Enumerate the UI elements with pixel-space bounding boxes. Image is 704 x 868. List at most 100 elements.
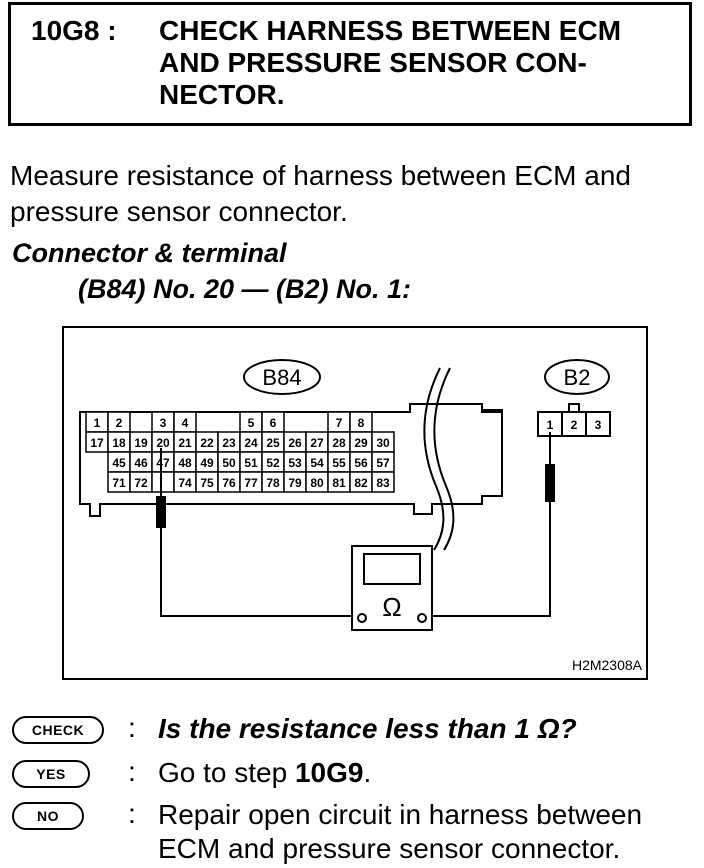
- ecm-terminal-number: 2: [116, 416, 123, 430]
- no-badge: NO: [12, 802, 84, 830]
- instruction-line: pressure sensor connector.: [10, 196, 348, 227]
- figure-id: H2M2308A: [572, 657, 643, 673]
- separator-colon: :: [128, 756, 136, 787]
- ecm-terminal-number: 49: [200, 456, 214, 470]
- no-row: NO : Repair open circuit in harness betw…: [0, 798, 704, 868]
- ecm-terminal-number: 75: [200, 476, 214, 490]
- ecm-connector-body: [79, 403, 503, 517]
- ecm-probe-handle: [156, 496, 166, 528]
- separator-colon: :: [128, 798, 136, 829]
- ecm-terminal-number: 51: [244, 456, 258, 470]
- ecm-terminal-number: 57: [376, 456, 390, 470]
- break-line-right: [433, 367, 455, 551]
- b84-label: B84: [262, 365, 301, 390]
- b2-probe-handle: [545, 464, 555, 502]
- yes-next-step: 10G9: [294, 757, 364, 788]
- step-title: CHECK HARNESS BETWEEN ECM AND PRESSURE S…: [159, 15, 689, 111]
- ecm-terminal-number: 25: [266, 436, 280, 450]
- check-row: CHECK : Is the resistance less than 1 Ω?: [0, 712, 704, 752]
- ecm-terminal-number: 22: [200, 436, 214, 450]
- ecm-terminal-cell: [371, 471, 395, 493]
- ecm-terminal-number: 48: [178, 456, 192, 470]
- ecm-terminal-number: 78: [266, 476, 280, 490]
- break-line-left: [423, 367, 445, 551]
- yes-answer: Go to step 10G9.: [158, 756, 371, 790]
- ecm-terminal-number: 20: [156, 436, 170, 450]
- ecm-terminal-number: 52: [266, 456, 280, 470]
- step-title-line: AND PRESSURE SENSOR CON-: [159, 47, 587, 78]
- ecm-terminal-number: 5: [248, 416, 255, 430]
- ecm-terminal-cell: [151, 471, 175, 493]
- yes-text-prefix: Go to step: [158, 757, 295, 788]
- ecm-terminal-number: 47: [156, 456, 170, 470]
- check-badge: CHECK: [12, 716, 104, 744]
- ecm-terminal-number: 82: [354, 476, 368, 490]
- ecm-terminal-number: 24: [244, 436, 258, 450]
- ecm-terminal-number: 76: [222, 476, 236, 490]
- step-code: 10G8 :: [31, 15, 117, 46]
- b2-terminal-3: 3: [595, 418, 602, 432]
- no-answer: Repair open circuit in harness between E…: [158, 798, 642, 866]
- no-answer-line: Repair open circuit in harness between: [158, 799, 643, 830]
- ecm-terminal-number: 21: [178, 436, 192, 450]
- ecm-terminal-number: 80: [310, 476, 324, 490]
- ecm-terminal-number: 26: [288, 436, 302, 450]
- ecm-terminal-number: 4: [182, 416, 189, 430]
- ecm-terminal-number: 74: [178, 476, 192, 490]
- ecm-terminal-number: 53: [288, 456, 302, 470]
- step-title-line: NECTOR.: [159, 79, 285, 110]
- ecm-terminal-number: 23: [222, 436, 236, 450]
- instruction-text: Measure resistance of harness between EC…: [10, 158, 700, 230]
- separator-colon: :: [128, 712, 136, 743]
- ecm-terminal-number: 77: [244, 476, 258, 490]
- yes-row: YES : Go to step 10G9.: [0, 756, 704, 796]
- ohm-symbol: Ω: [382, 592, 401, 622]
- connector-heading: Connector & terminal: [12, 238, 287, 268]
- ohmmeter-terminal-right: [417, 613, 427, 623]
- ecm-terminal-number: 50: [222, 456, 236, 470]
- wire-sensor: [424, 502, 551, 617]
- b2-terminal-1: 1: [547, 418, 554, 432]
- ecm-terminal-number: 56: [354, 456, 368, 470]
- ecm-terminal-number: 18: [112, 436, 126, 450]
- ecm-terminal-number: 6: [270, 416, 277, 430]
- b84-label-ellipse: [243, 359, 321, 395]
- wire-ecm: [160, 528, 360, 617]
- ecm-terminal-number: 54: [310, 456, 324, 470]
- connector-spec: (B84) No. 20 — (B2) No. 1:: [78, 274, 412, 304]
- ecm-terminal-number: 45: [112, 456, 126, 470]
- ecm-terminal-number: 7: [336, 416, 343, 430]
- ecm-rear-housing: [482, 409, 503, 497]
- ohmmeter-terminal-left: [357, 613, 367, 623]
- ecm-terminal-number: 83: [376, 476, 390, 490]
- b2-connector-latch: [568, 403, 580, 413]
- check-question: Is the resistance less than 1 Ω?: [158, 713, 577, 744]
- ecm-terminal-number: 8: [358, 416, 365, 430]
- ecm-terminal-number: 79: [288, 476, 302, 490]
- ecm-terminal-number: 17: [90, 436, 104, 450]
- no-answer-line: ECM and pressure sensor connector.: [158, 833, 621, 864]
- ohmmeter-display: [363, 553, 421, 585]
- b2-terminal-2: 2: [571, 418, 578, 432]
- ecm-terminal-number: 71: [112, 476, 126, 490]
- step-title-box: 10G8 : CHECK HARNESS BETWEEN ECM AND PRE…: [8, 2, 692, 126]
- ecm-terminal-number: 3: [160, 416, 167, 430]
- b2-label: B2: [564, 365, 591, 390]
- ecm-terminal-number: 72: [134, 476, 148, 490]
- yes-text-suffix: .: [363, 757, 372, 788]
- ecm-terminal-number: 46: [134, 456, 148, 470]
- ecm-terminal-number: 29: [354, 436, 368, 450]
- ecm-terminal-number: 27: [310, 436, 324, 450]
- ecm-terminal-number: 1: [94, 416, 101, 430]
- ecm-terminal-number: 28: [332, 436, 346, 450]
- instruction-line: Measure resistance of harness between EC…: [10, 160, 631, 191]
- b2-label-ellipse: [544, 359, 610, 395]
- yes-badge: YES: [12, 760, 90, 788]
- ecm-terminal-number: 55: [332, 456, 346, 470]
- ecm-terminal-number: 19: [134, 436, 148, 450]
- step-title-line: CHECK HARNESS BETWEEN ECM: [159, 15, 622, 46]
- ecm-terminal-number: 81: [332, 476, 346, 490]
